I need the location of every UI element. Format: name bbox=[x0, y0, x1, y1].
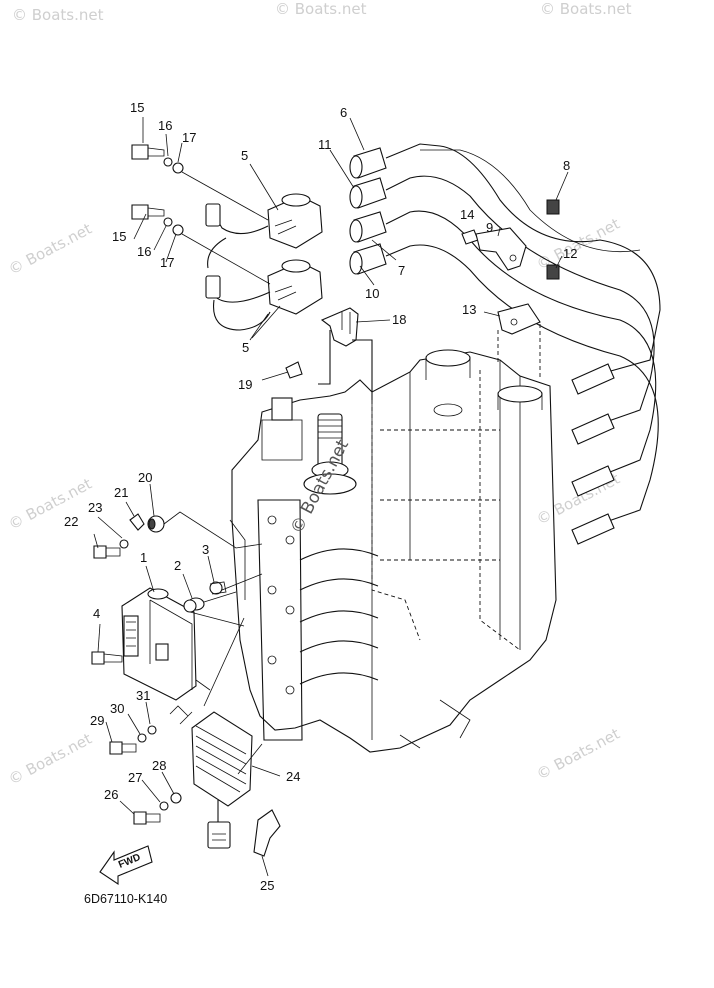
callout-8: 8 bbox=[563, 158, 570, 173]
callout-25: 25 bbox=[260, 878, 274, 893]
washer-16-lower bbox=[163, 217, 173, 227]
callout-10: 10 bbox=[365, 286, 379, 301]
connector-icon bbox=[205, 203, 221, 227]
callout-20: 20 bbox=[138, 470, 152, 485]
washer-16-upper bbox=[163, 157, 173, 167]
callout-6: 6 bbox=[340, 105, 347, 120]
callout-11: 11 bbox=[318, 137, 332, 152]
callout-9: 9 bbox=[486, 220, 493, 235]
callout-23: 23 bbox=[88, 500, 102, 515]
ignition-coil-upper bbox=[267, 193, 323, 249]
callout-28: 28 bbox=[152, 758, 166, 773]
lead-25 bbox=[253, 809, 281, 857]
washer-27 bbox=[159, 801, 169, 811]
connector-icon bbox=[205, 275, 221, 299]
callout-26: 26 bbox=[104, 787, 118, 802]
callout-4: 4 bbox=[93, 606, 100, 621]
diagram-code: 6D67110-K140 bbox=[84, 892, 167, 906]
plug-cap-10 bbox=[349, 243, 387, 275]
callout-14: 14 bbox=[460, 207, 474, 222]
callout-3: 3 bbox=[202, 542, 209, 557]
collar-21 bbox=[129, 513, 145, 531]
bolt-15-upper bbox=[131, 144, 165, 160]
holder-8 bbox=[546, 199, 560, 215]
bolt-29 bbox=[109, 741, 137, 755]
engine-block: © Boats.net bbox=[229, 349, 557, 753]
clamp-9 bbox=[475, 227, 527, 271]
bracket-18 bbox=[320, 307, 359, 347]
callout-2: 2 bbox=[174, 558, 181, 573]
callout-1: 1 bbox=[140, 550, 147, 565]
bolt-26 bbox=[133, 811, 161, 825]
callout-29: 29 bbox=[90, 713, 104, 728]
callout-16: 16 bbox=[158, 118, 172, 133]
bolt-4 bbox=[91, 651, 123, 665]
callout-19: 19 bbox=[238, 377, 252, 392]
grommet-20 bbox=[147, 515, 165, 533]
plug-cap-7 bbox=[349, 211, 387, 243]
callout-15: 15 bbox=[130, 100, 144, 115]
washer-30 bbox=[137, 733, 147, 743]
callout-30: 30 bbox=[110, 701, 124, 716]
callout-labels: 15 16 17 5 6 11 8 14 9 15 16 17 12 7 10 … bbox=[64, 100, 577, 893]
watermark: © Boats.net bbox=[5, 475, 94, 534]
washer-17-lower bbox=[172, 224, 184, 236]
callout-5: 5 bbox=[242, 340, 249, 355]
callout-17: 17 bbox=[182, 130, 196, 145]
callout-16: 16 bbox=[137, 244, 151, 259]
callout-13: 13 bbox=[462, 302, 476, 317]
washer-17-upper bbox=[172, 162, 184, 174]
callout-18: 18 bbox=[392, 312, 406, 327]
callout-12: 12 bbox=[563, 246, 577, 261]
coupler-icon bbox=[207, 821, 231, 849]
plug-cap-11 bbox=[349, 177, 387, 209]
callout-24: 24 bbox=[286, 769, 300, 784]
bolt-22 bbox=[93, 545, 121, 559]
holder-12 bbox=[546, 264, 560, 280]
watermark: © Boats.net bbox=[540, 0, 632, 18]
watermark: © Boats.net bbox=[275, 0, 367, 18]
ignition-coil-lower bbox=[267, 259, 323, 315]
clamp-13 bbox=[497, 303, 541, 335]
clip-19 bbox=[285, 361, 303, 379]
plug-cap-6 bbox=[349, 147, 387, 179]
callout-27: 27 bbox=[128, 770, 142, 785]
callout-22: 22 bbox=[64, 514, 78, 529]
rectifier-regulator-24 bbox=[191, 711, 253, 807]
cdi-unit-1 bbox=[121, 587, 197, 701]
plug-boot bbox=[571, 363, 615, 545]
callout-31: 31 bbox=[136, 688, 150, 703]
callout-21: 21 bbox=[114, 485, 128, 500]
holder-14 bbox=[461, 229, 479, 245]
watermark: © Boats.net bbox=[12, 6, 104, 24]
callout-7: 7 bbox=[398, 263, 405, 278]
watermark: © Boats.net bbox=[533, 725, 622, 784]
washer-28 bbox=[170, 792, 182, 804]
watermark: © Boats.net bbox=[5, 730, 94, 789]
washer-31 bbox=[147, 725, 157, 735]
watermark: © Boats.net bbox=[5, 220, 94, 279]
callout-5: 5 bbox=[241, 148, 248, 163]
washer-23 bbox=[119, 539, 129, 549]
collar-3 bbox=[209, 581, 227, 595]
bolt-15-lower bbox=[131, 204, 165, 220]
callout-15: 15 bbox=[112, 229, 126, 244]
leader-lines bbox=[93, 117, 569, 877]
grommet-2 bbox=[183, 597, 205, 613]
callout-17: 17 bbox=[160, 255, 174, 270]
fwd-arrow: FWD bbox=[99, 845, 153, 886]
